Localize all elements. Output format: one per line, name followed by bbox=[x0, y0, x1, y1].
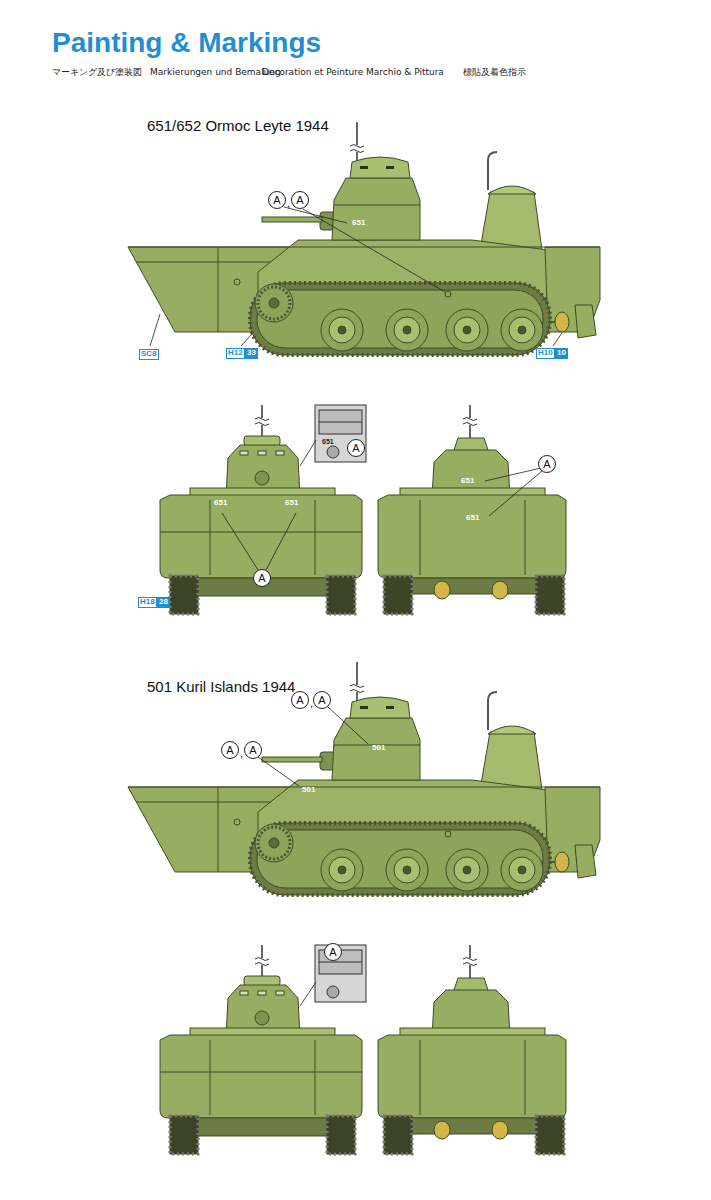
scheme-heading: 651/652 Ormoc Leyte 1944 bbox=[147, 118, 329, 135]
subtitle: マーキング及び塗装図 bbox=[52, 68, 142, 78]
callout-letter: A bbox=[226, 745, 233, 756]
separator: , bbox=[240, 747, 243, 759]
callout-letter: A bbox=[352, 443, 359, 454]
subtitle: Markierungen und Bemalung bbox=[150, 68, 281, 78]
part-number: 10 bbox=[555, 348, 568, 359]
part-number: 28 bbox=[157, 597, 170, 608]
separator: , bbox=[287, 197, 290, 209]
subtitle: 標貼及着色指示 bbox=[463, 68, 526, 78]
callout-circle: A bbox=[244, 741, 262, 759]
scheme-heading: 501 Kuril Islands 1944 bbox=[147, 679, 295, 696]
callout-circle: A bbox=[313, 691, 331, 709]
callout-letter: A bbox=[296, 695, 303, 706]
callout-letter: A bbox=[273, 195, 280, 206]
part-number: H18 bbox=[138, 597, 157, 608]
callout-circle: A bbox=[291, 691, 309, 709]
rear-view bbox=[378, 405, 566, 614]
vehicle-number: 501 bbox=[372, 744, 385, 753]
rear-view bbox=[378, 945, 566, 1154]
vehicle-number: 651 bbox=[285, 499, 298, 508]
callout-circle: A bbox=[268, 191, 286, 209]
vehicle-number: 651 bbox=[214, 499, 227, 508]
callout-letter: A bbox=[543, 459, 550, 470]
callout-letter: A bbox=[249, 745, 256, 756]
vehicle-number: 651 bbox=[352, 219, 365, 228]
callout-letter: A bbox=[296, 195, 303, 206]
vehicle-number: 651 bbox=[466, 514, 479, 523]
sheet-title: Painting & Markings bbox=[52, 28, 321, 59]
leader-lines bbox=[150, 207, 562, 1006]
part-number: 33 bbox=[245, 348, 258, 359]
callout-circle: A bbox=[253, 569, 271, 587]
callout-letter: A bbox=[258, 573, 265, 584]
callout-circle: A bbox=[291, 191, 309, 209]
part-number: H10 bbox=[536, 348, 555, 359]
callout-letter: A bbox=[329, 947, 336, 958]
subtitle: Decoration et Peinture bbox=[262, 68, 363, 78]
callout-circle: A bbox=[324, 943, 342, 961]
callout-circle: A bbox=[538, 455, 556, 473]
detail-inset bbox=[315, 405, 366, 462]
side-view bbox=[128, 122, 600, 355]
callout-circle: A bbox=[221, 741, 239, 759]
callout-circle: A bbox=[347, 439, 365, 457]
subtitle: Marchio & Pittura bbox=[366, 68, 444, 78]
vehicle-number: 501 bbox=[302, 786, 315, 795]
vehicle-number: 651 bbox=[461, 477, 474, 486]
part-number: SC8 bbox=[139, 349, 159, 360]
side-view bbox=[128, 662, 600, 895]
callout-letter: A bbox=[318, 695, 325, 706]
part-number: H12 bbox=[226, 348, 245, 359]
vehicle-number: 651 bbox=[322, 438, 334, 446]
